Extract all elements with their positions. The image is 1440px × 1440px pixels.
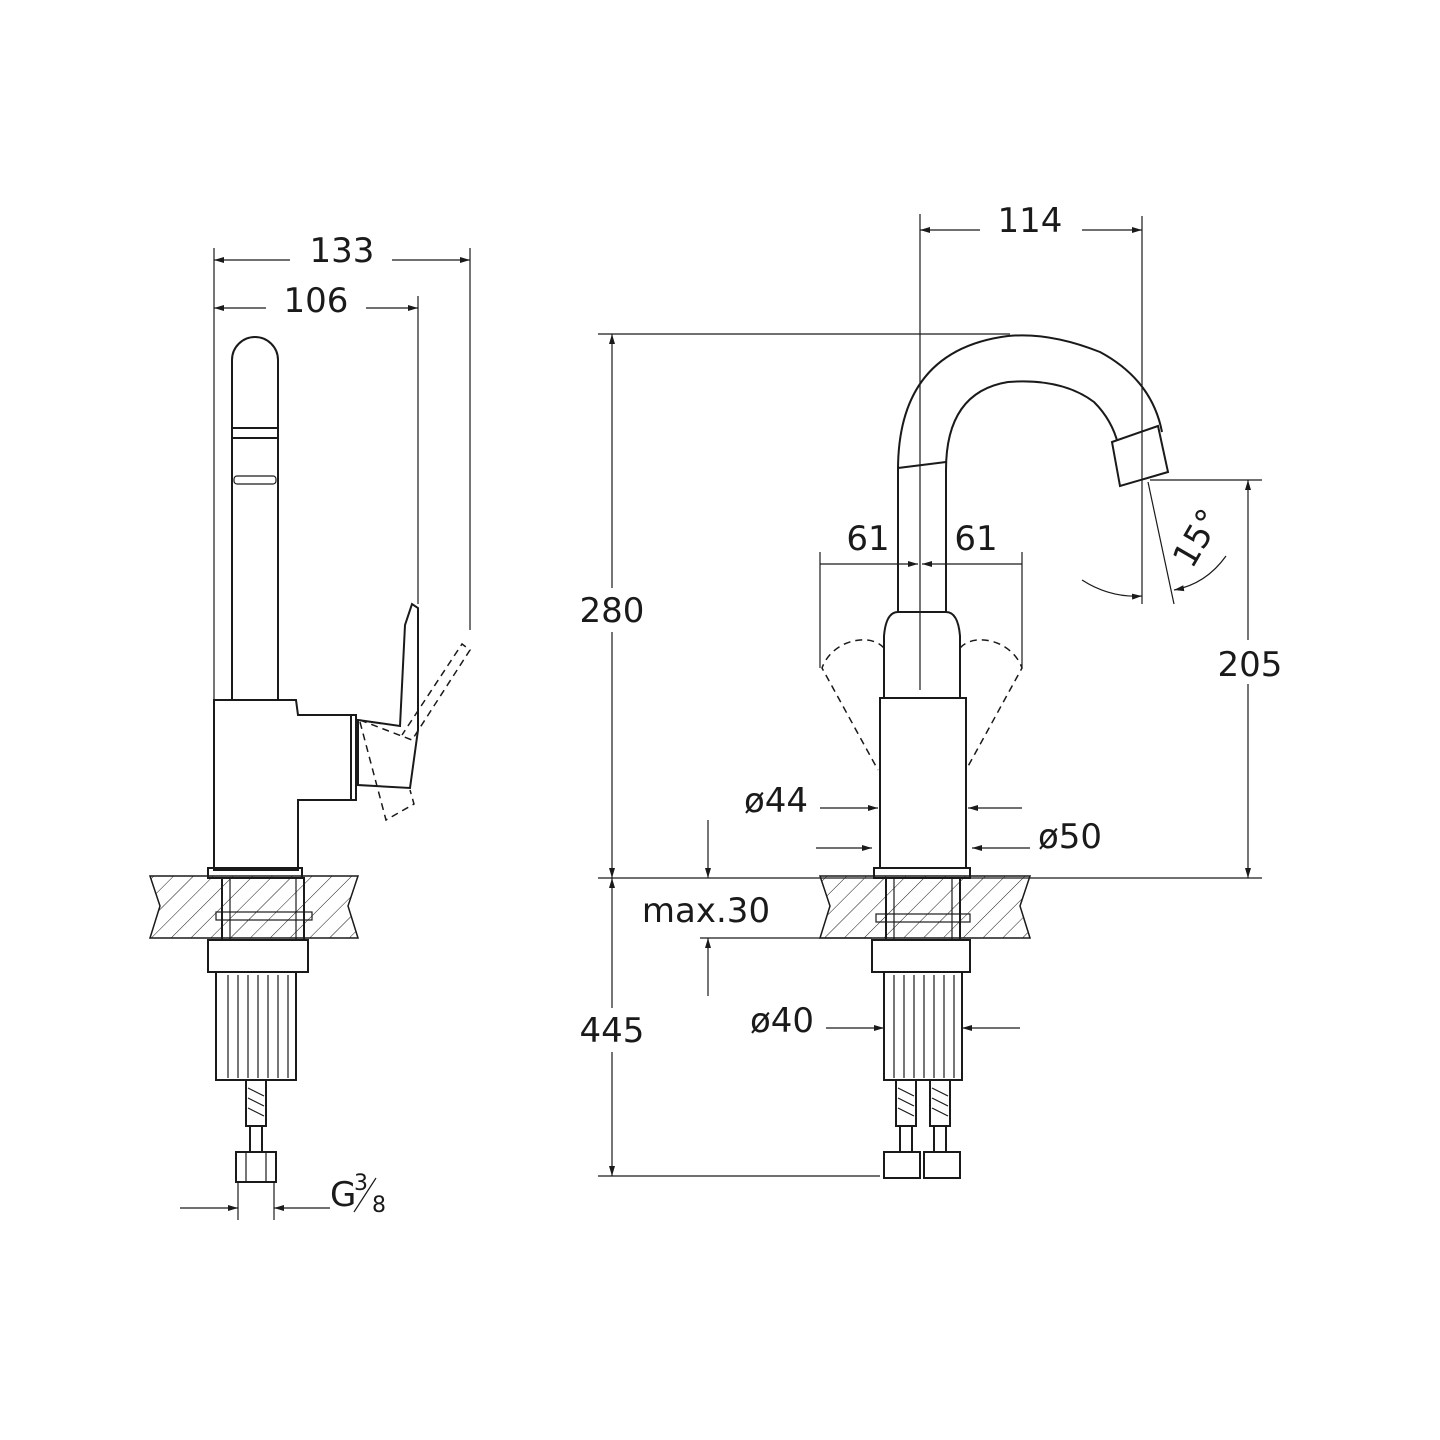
dim-280: 280 [576,333,1262,879]
front-lever-alt-positions [821,639,1023,771]
dim-133: 133 [213,231,471,700]
dim-133-label: 133 [310,231,375,271]
thread-denominator: 8 [372,1193,386,1218]
dim-44-label: ø44 [744,781,808,821]
thread-numerator: 3 [354,1171,368,1196]
dim-61-right-label: 61 [954,519,997,559]
side-counter-section [148,875,360,939]
side-lever-alt [359,642,472,822]
dim-max-thickness: max.30 [642,820,872,996]
front-lever [883,611,961,701]
dim-lever-swing: 61 61 [819,519,1023,668]
dim-280-label: 280 [580,591,645,631]
front-counter-section [818,875,1032,939]
side-spout [231,336,279,700]
front-spout [897,334,1170,690]
side-view: 133 106 G 3 8 [148,231,472,1220]
dim-diameter-40: ø40 [750,1001,1020,1041]
dim-106: 106 [214,281,419,604]
side-shank-ribs [227,975,289,1078]
dim-445: 445 [576,878,880,1177]
dim-114-label: 114 [998,201,1063,241]
dim-205-label: 205 [1218,645,1283,685]
front-shank-ribs [893,975,955,1078]
side-lever [357,602,419,790]
dim-114: 114 [920,201,1143,604]
side-mounting [207,877,313,1183]
dim-50-label: ø50 [1038,817,1102,857]
dim-106-label: 106 [284,281,349,321]
dim-diameter-50: ø50 [816,817,1102,857]
dim-61-left-label: 61 [846,519,889,559]
dim-angle: 15° [1081,481,1230,605]
dim-thread: G 3 8 [180,1171,386,1220]
dim-diameter-44: ø44 [744,781,1022,821]
front-body [873,214,971,879]
max-thickness-label: max.30 [642,891,770,931]
side-body [207,699,357,879]
front-view: 114 280 205 15° [576,201,1288,1179]
dim-40-label: ø40 [750,1001,814,1041]
dim-445-label: 445 [580,1011,645,1051]
dim-205: 205 [1150,479,1288,878]
thread-label: G [330,1175,356,1215]
